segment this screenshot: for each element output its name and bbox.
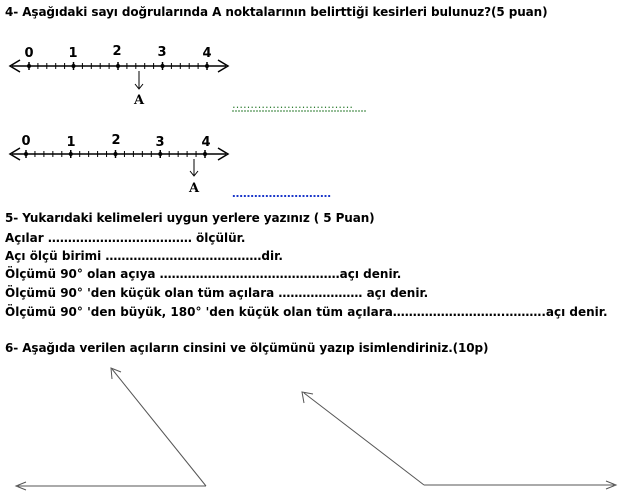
question-4-title: 4- Aşağıdaki sayı doğrularında A noktala… <box>5 5 548 19</box>
number-line-1-tick-4: 4 <box>202 46 211 61</box>
number-line-1-major-dot <box>27 64 31 68</box>
number-line-2-major-dot <box>24 152 28 156</box>
number-line-1-major-dot <box>71 64 76 68</box>
number-line-1: 0 1 2 3 4 A <box>8 44 230 108</box>
number-line-1-major-dot <box>116 64 120 68</box>
number-line-2-tick-1: 1 <box>66 135 75 150</box>
number-line-2-major-dot <box>158 152 163 156</box>
number-line-2-tick-0: 0 <box>21 134 30 149</box>
q5-line-1: Açılar ……………………………… ölçülür. <box>5 231 246 245</box>
number-line-1-tick-0: 0 <box>24 46 33 61</box>
q5-line-5: Ölçümü 90° 'den büyük, 180° 'den küçük o… <box>5 305 608 319</box>
q5-line-3: Ölçümü 90° olan açıya ………………………………………açı… <box>5 267 402 281</box>
point-a-label-2: A <box>188 181 200 196</box>
number-line-1-tick-2: 2 <box>112 44 121 59</box>
angle-1 <box>14 367 207 491</box>
q5-line-4: Ölçümü 90° 'den küçük olan tüm açılara …… <box>5 286 429 300</box>
answer-blank-1[interactable]: …………………………… <box>232 98 353 111</box>
number-line-1-tick-3: 3 <box>157 45 166 60</box>
number-line-2-tick-4: 4 <box>201 135 210 150</box>
number-line-2-tick-2: 2 <box>111 133 120 148</box>
number-line-1-major-dot <box>205 64 209 68</box>
number-line-2-major-dot <box>203 152 207 156</box>
number-line-2-tick-3: 3 <box>155 135 164 150</box>
number-line-1-tick-1: 1 <box>68 46 77 61</box>
angle-2 <box>301 391 618 490</box>
question-5-title: 5- Yukarıdaki kelimeleri uygun yerlere y… <box>5 211 375 225</box>
number-line-1-major-dot <box>160 64 165 68</box>
number-line-2-major-dot <box>113 152 118 156</box>
point-a-label-1: A <box>133 93 145 108</box>
q5-line-2: Açı ölçü birimi …………………………………dir. <box>5 249 283 263</box>
question-6-title: 6- Aşağıda verilen açıların cinsini ve ö… <box>5 341 489 355</box>
number-line-2-major-dot <box>68 152 73 156</box>
number-line-2: 0 1 2 3 4 A <box>8 133 230 196</box>
answer-blank-2[interactable]: ……………………… <box>232 187 331 200</box>
